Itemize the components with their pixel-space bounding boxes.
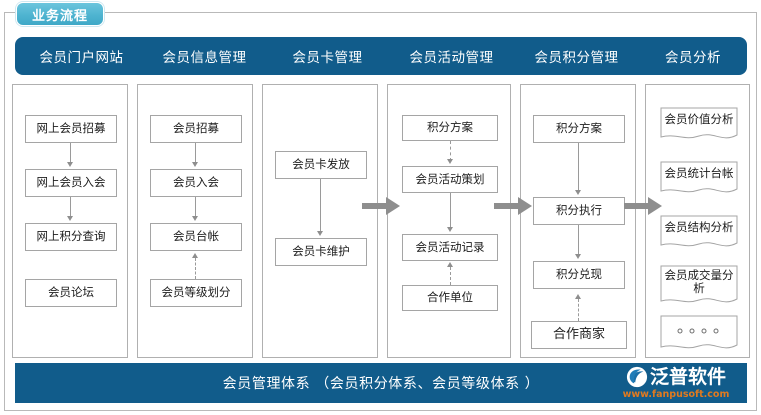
docnode-member-transaction-volume-analysis[interactable]: 会员成交量分析 <box>660 265 738 307</box>
node-points-scheme[interactable]: 积分方案 <box>533 115 625 143</box>
tab-member-activity-management[interactable]: 会员活动管理 <box>409 50 494 66</box>
connector-dashed <box>195 258 196 279</box>
node-online-points-query[interactable]: 网上积分查询 <box>25 223 117 251</box>
node-member-card-issuance[interactable]: 会员卡发放 <box>275 151 367 179</box>
column-member-analysis: 会员价值分析 会员统计台帐 会员结构分析 会员成交量分析 <box>645 84 750 358</box>
connector-solid <box>70 197 71 218</box>
logo-name: 泛普软件 <box>649 365 726 388</box>
connector-solid <box>578 143 579 192</box>
process-stage-header: 会员门户网站 会员信息管理 会员卡管理 会员活动管理 会员积分管理 会员分析 <box>15 37 747 75</box>
docnode-label: 会员成交量分析 <box>664 267 734 295</box>
docnode-member-statistics-ledger[interactable]: 会员统计台帐 <box>660 161 738 197</box>
column-member-info-management: 会员招募 会员入会 会员台帐 会员等级划分 <box>137 84 253 358</box>
docnode-label: 会员结构分析 <box>664 220 734 235</box>
arrowhead-down-icon <box>575 254 581 259</box>
node-points-scheme[interactable]: 积分方案 <box>402 115 498 141</box>
arrowhead-down-icon <box>192 216 198 221</box>
docnode-more-analyses[interactable] <box>660 315 738 353</box>
section-badge: 业务流程 <box>16 2 104 26</box>
node-online-member-recruitment[interactable]: 网上会员招募 <box>25 115 117 143</box>
node-online-member-join[interactable]: 网上会员入会 <box>25 169 117 197</box>
arrowhead-down-icon <box>192 162 198 167</box>
node-member-activity-planning[interactable]: 会员活动策划 <box>402 166 498 193</box>
node-points-redemption[interactable]: 积分兑现 <box>533 261 625 289</box>
stage-arrow-activity-to-points-icon <box>494 197 532 219</box>
connector-solid <box>578 225 579 256</box>
arrowhead-up-icon <box>447 262 453 267</box>
arrowhead-down-icon <box>317 231 323 236</box>
node-partner-organization[interactable]: 合作单位 <box>402 285 498 311</box>
node-points-execution[interactable]: 积分执行 <box>533 197 625 225</box>
tab-member-card-management[interactable]: 会员卡管理 <box>292 50 363 66</box>
connector-dashed <box>450 141 451 161</box>
docnode-member-value-analysis[interactable]: 会员价值分析 <box>660 107 738 143</box>
node-member-level-classification[interactable]: 会员等级划分 <box>150 279 242 307</box>
connector-dashed <box>578 299 579 321</box>
logo-mark-icon <box>626 367 648 388</box>
node-member-join[interactable]: 会员入会 <box>150 169 242 197</box>
arrowhead-down-icon <box>67 162 73 167</box>
connector-solid <box>195 143 196 164</box>
stage-arrow-points-to-analysis-icon <box>624 197 662 219</box>
brand-logo: 泛普软件 www.fanpusoft.com <box>609 364 743 402</box>
connector-dashed <box>450 267 451 285</box>
docnode-label: 会员统计台帐 <box>664 166 734 181</box>
node-member-activity-record[interactable]: 会员活动记录 <box>402 234 498 261</box>
column-member-portal-website: 网上会员招募 网上会员入会 网上积分查询 会员论坛 <box>12 84 128 358</box>
document-shape-icon <box>660 315 738 349</box>
tab-member-analysis[interactable]: 会员分析 <box>665 50 721 66</box>
column-member-card-management: 会员卡发放 会员卡维护 <box>262 84 378 358</box>
column-member-points-management: 积分方案 积分执行 积分兑现 合作商家 <box>520 84 636 358</box>
arrowhead-up-icon <box>192 253 198 258</box>
column-member-activity-management: 积分方案 会员活动策划 会员活动记录 合作单位 <box>387 84 511 358</box>
tab-member-points-management[interactable]: 会员积分管理 <box>534 50 619 66</box>
node-member-card-maintenance[interactable]: 会员卡维护 <box>275 238 367 266</box>
node-member-recruitment[interactable]: 会员招募 <box>150 115 242 143</box>
tab-member-info-management[interactable]: 会员信息管理 <box>162 50 247 66</box>
arrowhead-down-icon <box>447 227 453 232</box>
arrowhead-up-icon <box>575 294 581 299</box>
document-shape-icon <box>660 107 738 139</box>
footer-label: 会员管理体系 （会员积分体系、会员等级体系 ） <box>222 376 540 392</box>
connector-solid <box>320 179 321 233</box>
node-member-forum[interactable]: 会员论坛 <box>25 279 117 307</box>
connector-solid <box>195 197 196 218</box>
process-columns: 网上会员招募 网上会员入会 网上积分查询 会员论坛 会员招募 会员入会 会员台帐… <box>12 84 750 358</box>
connector-solid <box>70 143 71 164</box>
node-member-ledger[interactable]: 会员台帐 <box>150 223 242 251</box>
arrowhead-down-icon <box>447 159 453 164</box>
docnode-label: 会员价值分析 <box>664 112 734 127</box>
connector-solid <box>450 193 451 229</box>
document-shape-icon <box>660 215 738 247</box>
stage-arrow-card-to-activity-icon <box>362 197 400 219</box>
tab-member-portal-website[interactable]: 会员门户网站 <box>39 50 124 66</box>
footer-bar: 会员管理体系 （会员积分体系、会员等级体系 ） 泛普软件 www.fanpuso… <box>15 363 747 403</box>
docnode-member-structure-analysis[interactable]: 会员结构分析 <box>660 215 738 251</box>
document-shape-icon <box>660 265 738 303</box>
docnode-label <box>660 315 738 341</box>
arrowhead-down-icon <box>67 216 73 221</box>
document-shape-icon <box>660 161 738 193</box>
logo-url: www.fanpusoft.com <box>622 389 730 401</box>
node-partner-merchant[interactable]: 合作商家 <box>531 321 627 349</box>
arrowhead-down-icon <box>575 190 581 195</box>
